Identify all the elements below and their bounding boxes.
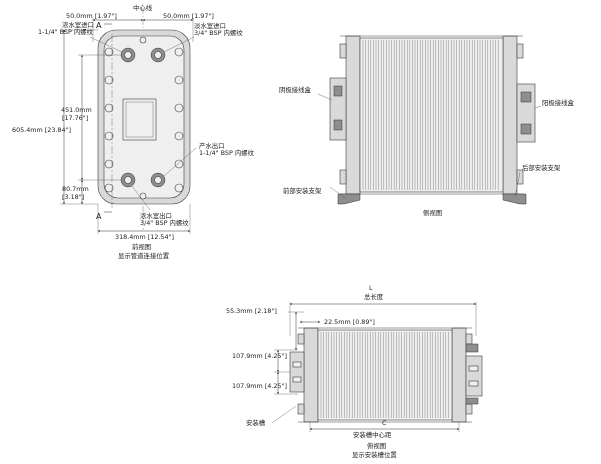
front-view-bolt-holes: [104, 36, 184, 200]
side-view-left-endplate: [345, 35, 361, 195]
side-caption: 侧视图: [423, 208, 442, 217]
front-dilute-inlet-line2: 3/4" BSP 内螺纹: [194, 28, 243, 37]
bottom-dim-55: 55.3mm [2.18"]: [226, 307, 277, 315]
side-view-membrane-fins: [362, 40, 499, 190]
bottom-dim-22: 22.5mm [0.89"]: [324, 318, 375, 326]
front-dim-width: 318.4mm [12.54"]: [115, 233, 174, 241]
bottom-view-left-endplate: [303, 327, 319, 423]
front-dilute-inlet-line1: 淡水室进口: [194, 21, 226, 30]
bottom-slot-label: 安装槽: [246, 418, 266, 427]
front-view-center-plate: [122, 98, 157, 141]
bottom-dim-L: L: [369, 284, 373, 292]
side-view-front-bracket: [337, 193, 361, 205]
bottom-view: L 总长度 55.3mm [2.18"] 22.5mm [0.89"] 107.…: [226, 284, 483, 459]
side-view-right-endplate: [502, 35, 518, 195]
bottom-caption-line1: 俯视图: [367, 441, 386, 450]
bottom-view-right-bracket: [465, 355, 483, 397]
front-conc-outlet-line1: 浓水室出口: [140, 211, 172, 220]
front-product-outlet-line1: 产水出口: [199, 141, 225, 150]
front-caption-line2: 显示管道连接位置: [118, 251, 170, 260]
front-dim-80-in: [3.18"]: [62, 193, 84, 201]
front-dim-451-in: [17.76"]: [62, 114, 88, 122]
front-dim-605: 605.4mm [23.84"]: [12, 126, 71, 134]
bottom-total-length: 总长度: [364, 292, 384, 301]
bottom-dim-107-top: 107.9mm [4.25"]: [232, 352, 287, 360]
front-view-ports: [120, 47, 166, 188]
side-front-bracket-label: 前部安装支架: [283, 186, 322, 195]
front-conc-outlet-line2: 3/4" BSP 内螺纹: [140, 218, 189, 227]
front-section-mark-top: A: [96, 21, 102, 30]
front-view: 50.0mm [1.97"] 中心线 50.0mm [1.97"] 浓水室进口 …: [12, 3, 255, 260]
bottom-view-left-bracket: [289, 351, 305, 393]
front-conc-inlet-line2: 1-1/4" BSP 内螺纹: [38, 27, 94, 36]
side-rear-bracket-label: 后部安装支架: [522, 163, 561, 172]
side-anode-label: 阳极接线盒: [542, 98, 575, 107]
side-view-rear-bracket: [502, 193, 527, 205]
front-section-mark-bottom: A: [96, 212, 102, 221]
front-dim-right-offset: 50.0mm [1.97"]: [163, 12, 214, 20]
bottom-view-right-endplate: [451, 327, 467, 423]
bottom-view-membrane-fins: [320, 332, 449, 418]
bottom-dim-107-bottom: 107.9mm [4.25"]: [232, 382, 287, 390]
side-view-stack: [359, 37, 504, 193]
front-dim-left-offset: 50.0mm [1.97"]: [66, 12, 117, 20]
front-dim-80-mm: 80.7mm: [62, 185, 89, 193]
bottom-dim-C: C: [382, 419, 387, 427]
front-centerline-label: 中心线: [133, 3, 153, 12]
bottom-slot-center-label: 安装槽中心距: [353, 430, 392, 439]
front-dim-451-mm: 451.0mm: [61, 106, 92, 114]
bottom-caption-line2: 显示安装槽位置: [352, 450, 397, 459]
front-caption-line1: 前视图: [132, 242, 151, 251]
side-view: 阴极接线盒 阳极接线盒 前部安装支架 后部安装支架 侧视图: [279, 35, 575, 217]
front-product-outlet-line2: 1-1/4" BSP 内螺纹: [199, 148, 255, 157]
side-cathode-label: 阴极接线盒: [279, 85, 312, 94]
bottom-view-stack: [317, 329, 453, 421]
front-conc-inlet-line1: 浓水室进口: [62, 20, 94, 29]
